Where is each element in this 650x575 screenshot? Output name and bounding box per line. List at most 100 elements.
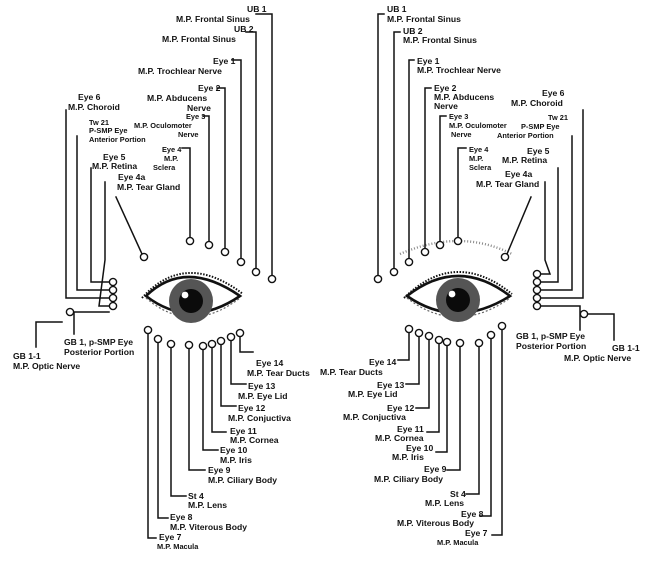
left-label-st4-a: St 4 [188,491,204,501]
left-point-eye13 [226,332,236,342]
left-leader-eye1 [231,59,242,259]
left-label-eye1-a: Eye 1 [213,56,236,66]
left-label-eye10-a: Eye 10 [220,445,247,455]
left-label-eye5-a: Eye 5 [103,152,126,162]
right-leader-eye10 [435,345,448,453]
left-point-eye1 [236,257,246,267]
right-label-eye2-b: M.P. Abducens [434,92,494,102]
right-label-eye1-b: M.P. Trochlear Nerve [417,65,501,75]
right-eye-highlight [448,290,456,298]
left-label-eye11-b: M.P. Cornea [230,435,279,445]
left-point-eye6 [108,293,118,303]
right-label-eye12-a: Eye 12 [387,403,414,413]
left-leader-gb11 [35,321,63,348]
right-label-eye12-b: M.P. Conjuctiva [343,412,406,422]
right-point-tw21 [532,285,542,295]
left-leader-eye10 [202,349,219,451]
right-label-eye8-b: M.P. Viterous Body [397,518,474,528]
right-leader-tw21 [540,135,573,291]
right-point-eye7 [497,321,507,331]
left-point-eye11 [207,339,217,349]
right-leader-gb11 [587,313,615,341]
left-label-eye4-a: Eye 4 [162,145,182,154]
right-label-eye3-b: M.P. Oculomoter [449,121,507,130]
right-label-st4-b: M.P. Lens [425,498,464,508]
right-eye-illustration [399,239,513,322]
right-leader-eye9 [446,346,461,471]
left-leader-eye4a [115,196,143,255]
right-label-eye10-b: M.P. Iris [392,452,424,462]
left-label-eye14-a: Eye 14 [256,358,283,368]
left-label-ub1-a: UB 1 [247,4,267,14]
left-eye-lashes-top [141,272,244,299]
left-leader-eye7 [147,333,157,539]
left-label-eye5-b: M.P. Retina [92,161,137,171]
left-leader-eye12 [220,344,237,407]
left-leader-eye8 [157,342,169,519]
right-point-ub2 [389,267,399,277]
right-point-eye8 [486,330,496,340]
left-label-eye8-b: M.P. Viterous Body [170,522,247,532]
right-label-st4-a: St 4 [450,489,466,499]
left-label-tw21-c: Anterior Portion [89,135,146,144]
right-label-eye6-b: M.P. Choroid [511,98,563,108]
right-label-eye4-a: Eye 4 [469,145,489,154]
left-leader-st4 [170,347,187,497]
left-label-eye3-c: Nerve [178,130,199,139]
left-label-eye4a-b: M.P. Tear Gland [117,182,180,192]
left-label-eye2-a: Eye 2 [198,83,221,93]
right-label-eye5-b: M.P. Retina [502,155,547,165]
right-point-eye5 [532,277,542,287]
left-leader-eye4 [181,147,191,238]
left-label-eye12-b: M.P. Conjuctiva [228,413,291,423]
left-label-eye9-b: M.P. Ciliary Body [208,475,277,485]
right-label-eye3-a: Eye 3 [449,112,468,121]
left-point-ub2 [251,267,261,277]
right-label-eye14-b: M.P. Tear Ducts [320,367,383,377]
left-point-eye9 [184,340,194,350]
left-label-ub2-b: M.P. Frontal Sinus [162,34,236,44]
right-leader-ub2 [393,31,401,269]
right-eye-lashes-bottom [406,297,511,318]
right-point-st4 [474,338,484,348]
left-label-ub2-a: UB 2 [234,24,254,34]
left-leader-eye3 [202,115,210,242]
right-eye-lashes-top [403,271,513,299]
right-leader-eye13 [405,336,420,385]
left-eye-highlight [181,291,189,299]
left-leader-tw21 [76,135,110,291]
right-leader-eye3 [439,115,447,242]
right-leader-eye5 [540,167,559,283]
left-leader-eye5 [90,167,110,283]
left-point-eye14 [235,328,245,338]
right-point-eye3 [435,240,445,250]
right-point-eye13 [414,328,424,338]
left-point-eye10 [198,341,208,351]
right-label-eye1-a: Eye 1 [417,56,440,66]
left-label-eye14-b: M.P. Tear Ducts [247,368,310,378]
right-leader-eye2 [424,87,432,249]
right-point-eye12 [424,331,434,341]
left-eye-group: UB 1 M.P. Frontal Sinus UB 2 M.P. Fronta… [13,4,310,551]
left-point-eye3 [204,240,214,250]
right-label-eye11-b: M.P. Cornea [375,433,424,443]
right-label-eye7-b: M.P. Macula [437,538,479,547]
right-label-tw21-c: Anterior Portion [497,131,554,140]
right-label-eye4a-a: Eye 4a [505,169,532,179]
left-leader-eye6 [65,109,110,299]
right-point-gb11 [579,309,589,319]
left-label-eye6-b: M.P. Choroid [68,102,120,112]
right-label-eye13-b: M.P. Eye Lid [348,389,398,399]
right-label-eye4a-b: M.P. Tear Gland [476,179,539,189]
left-label-gb1-b: Posterior Portion [64,347,134,357]
right-point-eye9 [455,338,465,348]
left-point-tw21 [108,285,118,295]
left-point-eye7 [143,325,153,335]
right-eye-group: UB 1 M.P. Frontal Sinus UB 2 M.P. Fronta… [320,4,640,547]
left-point-st4 [166,339,176,349]
right-leader-eye7 [491,329,503,536]
left-point-eye4a [139,252,149,262]
right-label-ub1-a: UB 1 [387,4,407,14]
